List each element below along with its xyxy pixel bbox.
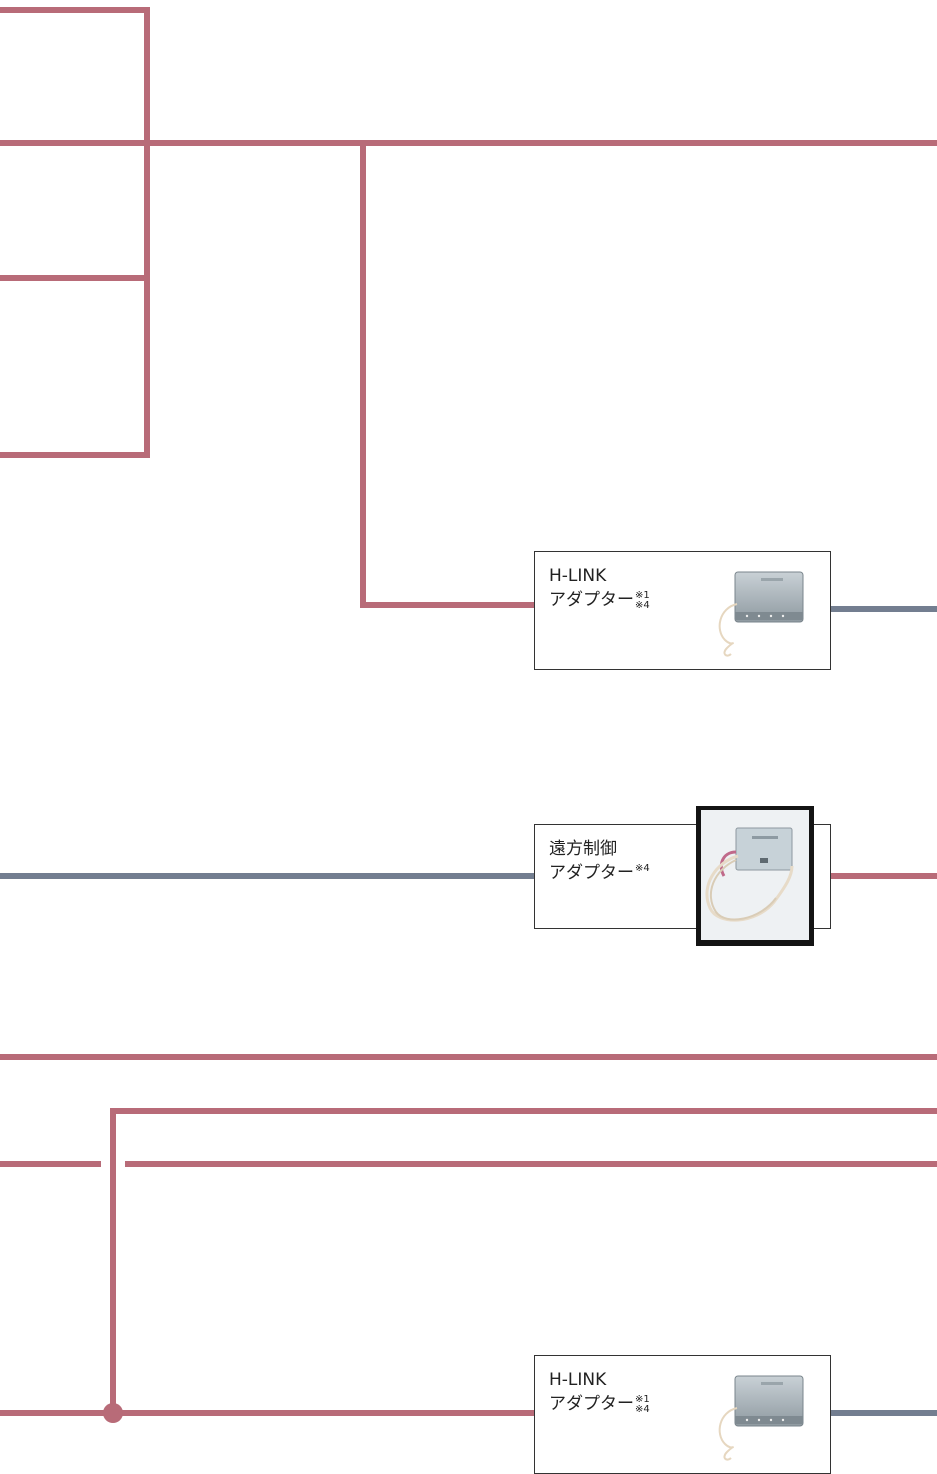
hlink-adapter-photo-icon xyxy=(718,1375,804,1461)
adapter-label: H-LINK アダプター※1※4 xyxy=(549,1368,650,1416)
wire-drop-to-hlink-1 xyxy=(360,143,535,608)
adapter-title: H-LINK xyxy=(549,1370,607,1390)
junction-dot xyxy=(103,1403,123,1423)
hlink-adapter-box-2: H-LINK アダプター※1※4 xyxy=(534,1355,831,1474)
footnote-marks: ※1※4 xyxy=(635,590,650,611)
adapter-title: 遠方制御 xyxy=(549,839,617,859)
adapter-name: アダプター xyxy=(549,863,634,883)
adapter-name: アダプター xyxy=(549,1394,634,1414)
adapter-name: アダプター xyxy=(549,590,634,610)
adapter-title: H-LINK xyxy=(549,566,607,586)
hlink-adapter-photo-icon xyxy=(718,571,804,657)
footnote-marks: ※4 xyxy=(635,863,650,874)
hlink-adapter-box-1: H-LINK アダプター※1※4 xyxy=(534,551,831,670)
footnote-marks: ※1※4 xyxy=(635,1394,650,1415)
remote-control-adapter-photo-icon xyxy=(696,806,814,946)
adapter-label: H-LINK アダプター※1※4 xyxy=(549,564,650,612)
wire-top-bracket xyxy=(0,7,150,458)
adapter-label: 遠方制御 アダプター※4 xyxy=(549,837,650,885)
wire-lower-branch xyxy=(110,1108,937,1413)
